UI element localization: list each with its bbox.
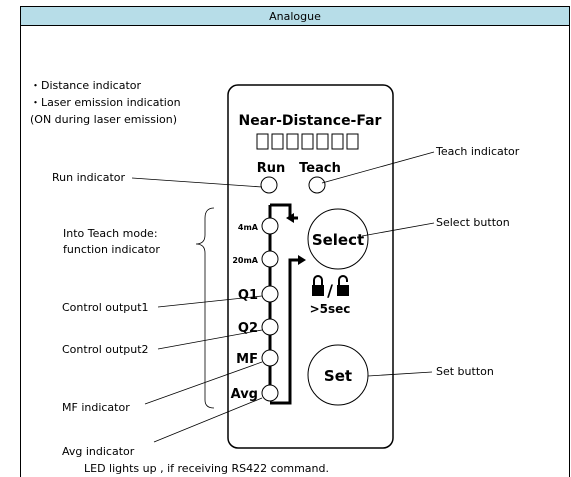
teach-label: Teach [299, 161, 341, 176]
teach-led [308, 176, 326, 194]
led-q2 [261, 318, 279, 336]
leader-set [367, 371, 433, 377]
led-4ma [261, 217, 279, 235]
label-q2: Q2 [238, 321, 258, 336]
led-20ma [261, 250, 279, 268]
label-q1: Q1 [238, 288, 258, 303]
run-label: Run [257, 161, 286, 176]
label-teach-indicator: Teach indicator [435, 145, 520, 158]
label-teach-mode-2: function indicator [63, 243, 160, 256]
leader-run [131, 177, 263, 188]
cycle-arrow-up [270, 258, 298, 405]
arrow-head-left [286, 213, 294, 223]
lock-icon [312, 275, 324, 296]
select-button[interactable] [307, 208, 369, 270]
frame-right-border [569, 25, 570, 477]
distance-led [286, 133, 299, 150]
distance-led [256, 133, 269, 150]
label-laser-on: (ON during laser emission) [30, 113, 177, 126]
leader-select [361, 222, 435, 237]
leader-lines [131, 151, 435, 443]
label-4ma: 4mA [238, 223, 259, 232]
slash-separator: / [327, 281, 333, 300]
label-mf: MF [236, 352, 258, 367]
hold-time-label: >5sec [310, 302, 351, 316]
leader-avg [153, 397, 263, 443]
distance-led-bar [256, 133, 359, 150]
label-teach-mode-1: Into Teach mode: [63, 227, 158, 240]
distance-led [316, 133, 329, 150]
distance-led [331, 133, 344, 150]
distance-led [271, 133, 284, 150]
leader-q2 [157, 329, 263, 350]
label-avg: Avg [231, 387, 258, 402]
label-20ma: 20mA [232, 256, 258, 265]
leader-teach [321, 151, 435, 184]
label-laser-emission: ・Laser emission indication [30, 96, 181, 109]
frame-left-border [20, 25, 21, 477]
run-led [260, 176, 278, 194]
led-q1 [261, 285, 279, 303]
set-button-label: Set [324, 367, 352, 385]
label-set-button: Set button [436, 365, 494, 378]
label-distance-indicator: ・Distance indicator [30, 79, 141, 92]
arrow-head-right [298, 255, 306, 265]
label-control-output2: Control output2 [62, 343, 149, 356]
label-run-indicator: Run indicator [52, 171, 125, 184]
set-button[interactable] [307, 344, 369, 406]
label-avg-indicator: Avg indicator [62, 445, 135, 458]
leader-mf [144, 361, 263, 405]
select-button-label: Select [312, 231, 364, 249]
label-rs422-note: LED lights up , if receiving RS422 comma… [84, 462, 329, 475]
unlock-icon [337, 275, 349, 296]
distance-led [301, 133, 314, 150]
label-select-button: Select button [436, 216, 510, 229]
header-title: Analogue [20, 6, 570, 26]
leader-q1 [157, 295, 263, 308]
led-mf [261, 349, 279, 367]
teach-mode-brace [195, 207, 215, 409]
label-control-output1: Control output1 [62, 301, 149, 314]
led-avg [261, 384, 279, 402]
distance-led [346, 133, 359, 150]
label-mf-indicator: MF indicator [62, 401, 130, 414]
distance-title: Near-Distance-Far [239, 113, 382, 129]
